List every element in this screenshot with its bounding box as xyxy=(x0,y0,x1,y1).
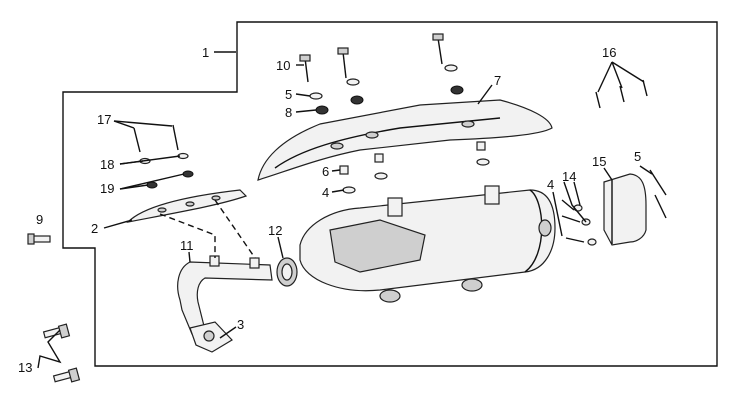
leader-16 xyxy=(611,61,645,83)
cap-screw xyxy=(565,237,585,243)
washer xyxy=(374,172,388,180)
callout-17: 17 xyxy=(97,112,111,127)
leader-14 xyxy=(573,181,581,206)
callout-7: 7 xyxy=(494,73,501,88)
shield-bolt xyxy=(337,47,349,79)
leader-2 xyxy=(103,219,133,229)
bolt-9 xyxy=(27,233,51,245)
leader-15 xyxy=(603,167,613,181)
washer xyxy=(476,158,490,166)
leader-19 xyxy=(119,173,185,190)
exhaust-gasket-inner xyxy=(281,263,293,281)
leader-16 xyxy=(611,61,623,89)
rubber-grommet xyxy=(450,85,464,95)
leader-4b xyxy=(552,191,563,237)
shield-bolt xyxy=(299,54,311,83)
bolt-16 xyxy=(619,85,625,103)
cap-screw xyxy=(561,199,575,211)
callout-6: 6 xyxy=(322,164,329,179)
guard-bolt xyxy=(172,124,179,151)
assembly-frame xyxy=(62,21,718,367)
cap-washer xyxy=(587,238,597,246)
callout-10: 10 xyxy=(276,58,290,73)
callout-3: 3 xyxy=(237,317,244,332)
callout-2: 2 xyxy=(91,221,98,236)
guard-grommet xyxy=(182,170,194,178)
bolt-16 xyxy=(642,79,648,97)
guard-mount-leader xyxy=(214,199,256,259)
leader-18 xyxy=(119,155,181,165)
leader-17 xyxy=(113,120,173,127)
callout-13: 13 xyxy=(18,360,32,375)
shield-bolt xyxy=(432,33,444,65)
leader-17 xyxy=(113,120,135,129)
leader-6 xyxy=(331,169,341,172)
washer xyxy=(444,64,458,72)
exhaust-pipe xyxy=(177,255,273,335)
leader-13 xyxy=(37,329,62,369)
callout-18: 18 xyxy=(100,157,114,172)
washer xyxy=(309,92,323,100)
leader-7 xyxy=(477,84,493,105)
leader-16 xyxy=(597,61,613,93)
end-cap xyxy=(603,173,647,246)
spacer xyxy=(476,141,486,151)
bolt-13 xyxy=(42,323,71,339)
callout-9: 9 xyxy=(36,212,43,227)
callout-12: 12 xyxy=(268,223,282,238)
cap-screw-right xyxy=(654,194,667,219)
callout-11: 11 xyxy=(180,238,194,253)
pipe-guard xyxy=(126,189,248,223)
cap-screw xyxy=(561,215,581,223)
spacer xyxy=(339,165,349,175)
guard-bolt xyxy=(133,127,141,153)
heat-shield xyxy=(257,99,553,181)
leader-3 xyxy=(219,326,237,339)
bolt-16 xyxy=(595,91,601,109)
washer xyxy=(346,78,360,86)
callout-15: 15 xyxy=(592,154,606,169)
cap-screw-right xyxy=(649,169,667,196)
callout-4: 4 xyxy=(547,177,554,192)
leader-12 xyxy=(277,236,284,259)
rubber-grommet xyxy=(315,105,329,115)
washer xyxy=(342,186,356,194)
callout-16: 16 xyxy=(602,45,616,60)
leader-5a xyxy=(295,93,311,97)
bolt-13 xyxy=(52,367,81,383)
spacer xyxy=(374,153,384,163)
callout-8: 8 xyxy=(285,105,292,120)
callout-4: 4 xyxy=(322,185,329,200)
muffler xyxy=(299,185,556,303)
callout-19: 19 xyxy=(100,181,114,196)
guard-mount-leader xyxy=(159,213,216,258)
callout-14: 14 xyxy=(562,169,576,184)
leader-8 xyxy=(295,109,317,113)
callout-1: 1 xyxy=(202,45,209,60)
leader-14 xyxy=(563,181,587,223)
leader-4a xyxy=(331,189,345,193)
callout-5: 5 xyxy=(634,149,641,164)
callout-5: 5 xyxy=(285,87,292,102)
pipe-flange xyxy=(189,321,233,353)
leader-11 xyxy=(188,251,191,263)
rubber-grommet xyxy=(350,95,364,105)
leader-5b xyxy=(639,165,653,175)
